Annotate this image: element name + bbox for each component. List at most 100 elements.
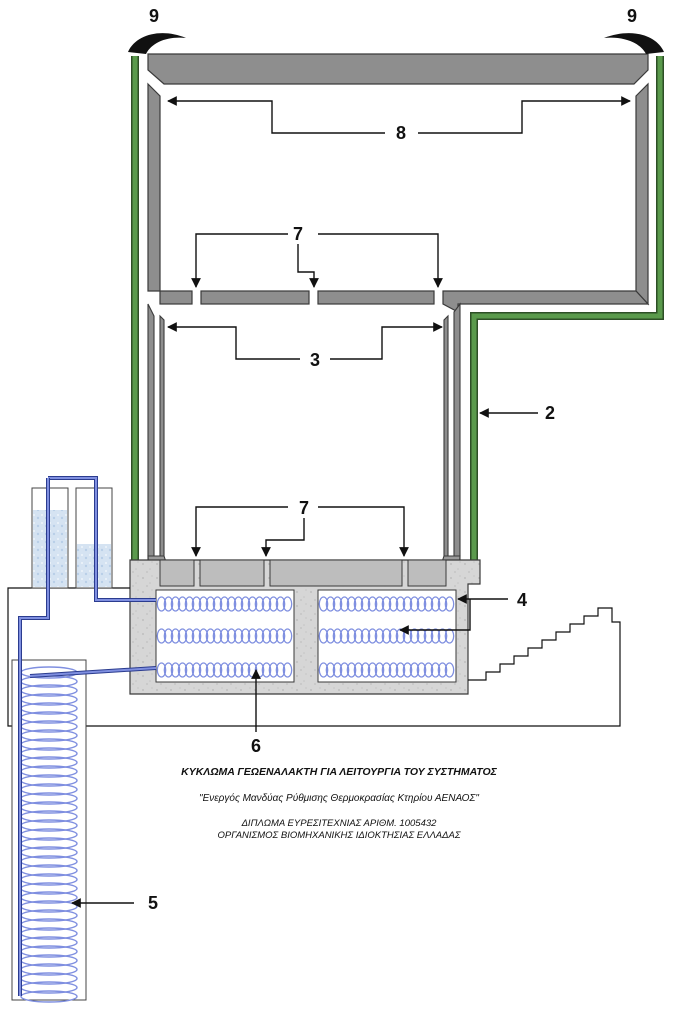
left-valve-cap-icon (128, 33, 186, 54)
label-7-bottom: 7 (299, 498, 309, 518)
ground-block-2 (199, 559, 265, 587)
coil-loop (381, 596, 392, 612)
coil-loop (402, 596, 413, 612)
coil-loop (339, 596, 350, 612)
coil-loop (353, 596, 364, 612)
green-envelope-pipe (131, 56, 664, 560)
lower-right-outer-wall (453, 302, 461, 561)
coil-loop (261, 662, 272, 678)
foundation-coil-right-row-3 (318, 662, 455, 678)
leader-3a (167, 322, 300, 360)
coil-loop (416, 596, 427, 612)
leader-7-bot-a (191, 506, 288, 557)
coil-loop (177, 628, 188, 644)
coil-loop (318, 596, 329, 612)
coil-loop (437, 628, 448, 644)
coil-loop (226, 596, 237, 612)
coil-loop (430, 628, 441, 644)
coil-loop (430, 662, 441, 678)
connecting-pipes (18, 476, 157, 996)
coil-chamber-left (155, 589, 295, 683)
roof-slab (147, 53, 649, 85)
coil-loop (275, 596, 286, 612)
building-shell (147, 53, 650, 591)
coil-loop (437, 596, 448, 612)
foundation-coil-left-row-1 (156, 596, 293, 612)
coil-loop (219, 628, 230, 644)
coil-loop (353, 662, 364, 678)
coil-loop (395, 596, 406, 612)
water-tanks (31, 487, 113, 589)
right-valve-cap-icon (604, 33, 664, 54)
coil-loop (367, 628, 378, 644)
leader-3b (330, 322, 443, 360)
coil-chamber-right (317, 589, 457, 683)
leader-7-top-b (297, 244, 319, 288)
coil-loop (233, 628, 244, 644)
coil-loop (170, 596, 181, 612)
coil-loop (240, 662, 251, 678)
leader-8 (167, 96, 385, 134)
leader-7-top-a (191, 233, 288, 288)
coil-loop (416, 628, 427, 644)
coil-loop (374, 662, 385, 678)
floor-slab-a (159, 290, 193, 305)
coil-loop (240, 596, 251, 612)
coil-loop (205, 662, 216, 678)
coil-loop (339, 628, 350, 644)
coil-loop (275, 662, 286, 678)
coil-loop (409, 596, 420, 612)
coil-loop (240, 628, 251, 644)
coil-loop (163, 596, 174, 612)
upper-right-wall (635, 82, 649, 306)
coil-loop (156, 596, 167, 612)
coil-loop (191, 662, 202, 678)
coil-loop (254, 596, 265, 612)
coil-loop (212, 662, 223, 678)
coil-loop (332, 628, 343, 644)
coil-loop (318, 628, 329, 644)
coil-loop (191, 628, 202, 644)
coil-loop (156, 628, 167, 644)
coil-loop (388, 662, 399, 678)
coil-loop (170, 628, 181, 644)
coil-loop (360, 596, 371, 612)
coil-loop (325, 596, 336, 612)
lower-left-outer-wall (147, 303, 155, 561)
ground-block-1 (159, 559, 195, 587)
label-6: 6 (251, 736, 261, 756)
coil-loop (444, 596, 455, 612)
floor-slab-b (200, 290, 310, 305)
coil-loop (156, 662, 167, 678)
coil-loop (20, 990, 78, 1003)
label-5: 5 (148, 893, 158, 913)
label-9-left: 9 (149, 6, 159, 26)
label-2: 2 (545, 403, 555, 423)
coil-loop (402, 662, 413, 678)
coil-loop (367, 596, 378, 612)
coil-loop (268, 596, 279, 612)
coil-loop (282, 628, 293, 644)
foundation-coil-right-row-1 (318, 596, 455, 612)
coil-loop (163, 628, 174, 644)
coil-loop (282, 596, 293, 612)
coil-loop (261, 628, 272, 644)
caption-patent-line: ΔΙΠΛΩΜΑ ΕΥΡΕΣΙΤΕΧΝΙΑΣ ΑΡΙΘΜ. 1005432 (241, 818, 437, 829)
coil-loop (205, 596, 216, 612)
coil-loop (346, 596, 357, 612)
ground-block-4 (407, 559, 447, 587)
coil-loop (444, 662, 455, 678)
floor-slab-d (442, 290, 650, 313)
foundation (129, 559, 481, 695)
coil-loop (388, 628, 399, 644)
foundation-coils (156, 596, 455, 678)
caption-organization-line: ΟΡΓΑΝΙΣΜΟΣ ΒΙΟΜΗΧΑΝΙΚΗΣ ΙΔΙΟΚΤΗΣΙΑΣ ΕΛΛΑ… (217, 830, 461, 841)
coil-loop (198, 628, 209, 644)
coil-loop (198, 662, 209, 678)
foundation-coil-left-row-3 (156, 662, 293, 678)
foundation-coil-left-row-2 (156, 628, 293, 644)
ground-block-3 (269, 559, 403, 587)
coil-loop (226, 628, 237, 644)
coil-loop (367, 662, 378, 678)
